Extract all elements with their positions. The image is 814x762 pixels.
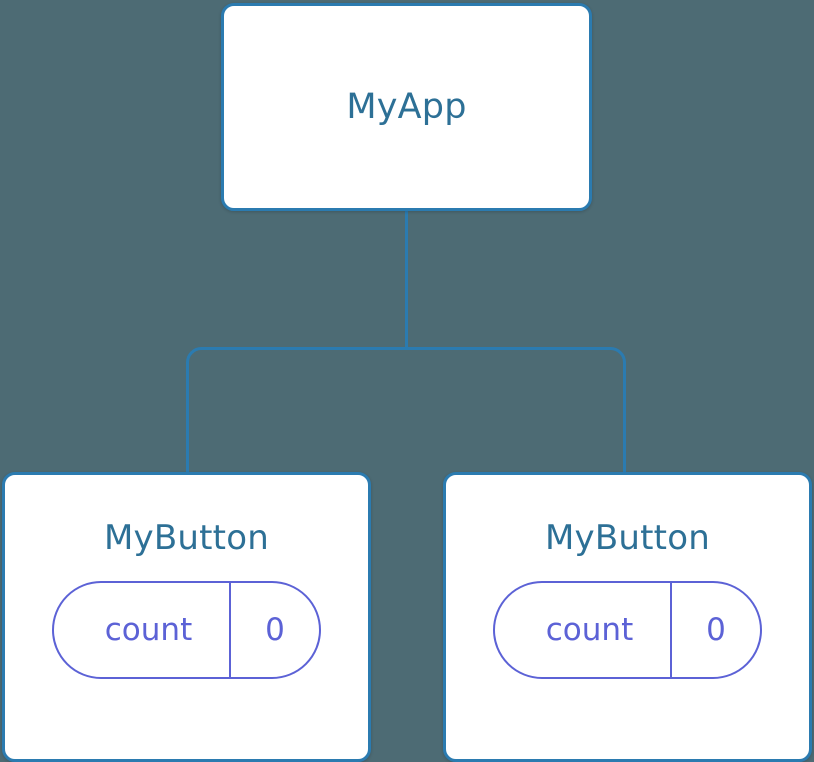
node-mybutton-2-title: MyButton bbox=[545, 518, 710, 558]
connector-branch-to-left-child bbox=[186, 347, 407, 474]
node-mybutton-1-state-pill[interactable]: count 0 bbox=[52, 581, 321, 679]
node-mybutton-2[interactable]: MyButton count 0 bbox=[443, 472, 812, 762]
node-mybutton-2-state-key: count bbox=[545, 611, 634, 648]
node-mybutton-1-state-value: 0 bbox=[229, 583, 319, 677]
node-myapp[interactable]: MyApp bbox=[221, 3, 592, 211]
node-mybutton-2-state-value: 0 bbox=[670, 583, 760, 677]
node-mybutton-1[interactable]: MyButton count 0 bbox=[2, 472, 371, 762]
connector-lines bbox=[186, 210, 626, 474]
node-mybutton-1-state-key: count bbox=[104, 611, 193, 648]
component-tree-canvas: MyApp MyButton count 0 MyButton count 0 bbox=[2, 3, 812, 762]
connector-branch-to-right-child bbox=[406, 347, 626, 474]
node-mybutton-1-title: MyButton bbox=[104, 518, 269, 558]
node-mybutton-2-state-pill[interactable]: count 0 bbox=[493, 581, 762, 679]
node-myapp-title: MyApp bbox=[346, 86, 467, 127]
